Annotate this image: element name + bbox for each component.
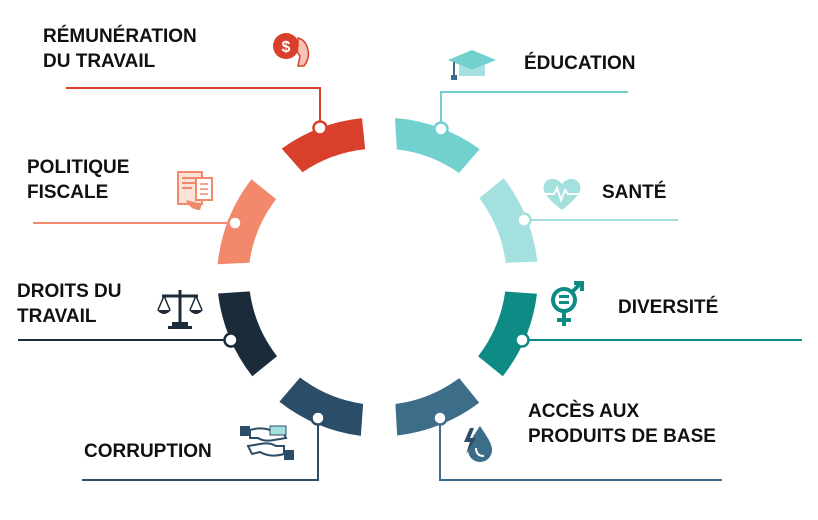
label-diversite-line-1: DIVERSITÉ [618, 297, 719, 318]
dot-droits [223, 332, 239, 348]
label-acces-line-2: PRODUITS DE BASE [528, 426, 716, 447]
tax-document-icon [177, 171, 213, 210]
leader-line-corruption [82, 418, 319, 481]
svg-text:$: $ [282, 39, 291, 56]
label-sante-line-1: SANTÉ [602, 182, 667, 203]
bribe-hands-icon [240, 425, 294, 460]
label-remuneration-line-1: RÉMUNÉRATION [43, 26, 197, 47]
label-education-line-1: ÉDUCATION [524, 53, 636, 74]
hand-dollar-icon: $ [273, 33, 310, 67]
dot-education [433, 121, 449, 137]
segment-sante [479, 178, 538, 263]
label-fiscale-line-2: FISCALE [27, 182, 109, 203]
dot-diversite [514, 332, 530, 348]
leader-line-education [440, 91, 628, 129]
leader-line-remuneration [66, 87, 321, 128]
label-droits: DROITS DU TRAVAIL [17, 279, 122, 329]
heart-pulse-icon [543, 178, 581, 210]
segment-acces [395, 378, 480, 436]
dot-fiscale [227, 215, 243, 231]
energy-water-icon [464, 426, 492, 462]
dot-corruption [310, 410, 326, 426]
label-diversite: DIVERSITÉ [618, 295, 718, 320]
label-corruption: CORRUPTION [84, 439, 212, 464]
segment-remuneration [281, 118, 366, 173]
label-acces-line-1: ACCÈS AUX [528, 401, 640, 422]
segment-fiscale [217, 179, 277, 265]
label-education: ÉDUCATION [524, 51, 636, 76]
segment-diversite [478, 291, 537, 377]
label-sante: SANTÉ [602, 180, 666, 205]
label-remuneration: RÉMUNÉRATION DU TRAVAIL [43, 24, 197, 74]
segment-droits [218, 291, 277, 377]
label-corruption-line-1: CORRUPTION [84, 441, 212, 462]
segment-education [395, 118, 480, 173]
label-droits-line-1: DROITS DU [17, 281, 122, 302]
label-droits-line-2: TRAVAIL [17, 306, 97, 327]
gender-icon [551, 281, 584, 326]
dot-remuneration [312, 120, 328, 136]
label-acces: ACCÈS AUX PRODUITS DE BASE [528, 399, 716, 449]
leader-line-acces [439, 418, 722, 481]
graduation-cap-icon [448, 50, 496, 80]
segment-corruption [279, 377, 364, 436]
label-fiscale-line-1: POLITIQUE [27, 157, 130, 178]
label-remuneration-line-2: DU TRAVAIL [43, 51, 156, 72]
label-fiscale: POLITIQUE FISCALE [27, 155, 129, 205]
dot-sante [516, 212, 532, 228]
scales-icon [157, 290, 203, 329]
dot-acces [432, 410, 448, 426]
